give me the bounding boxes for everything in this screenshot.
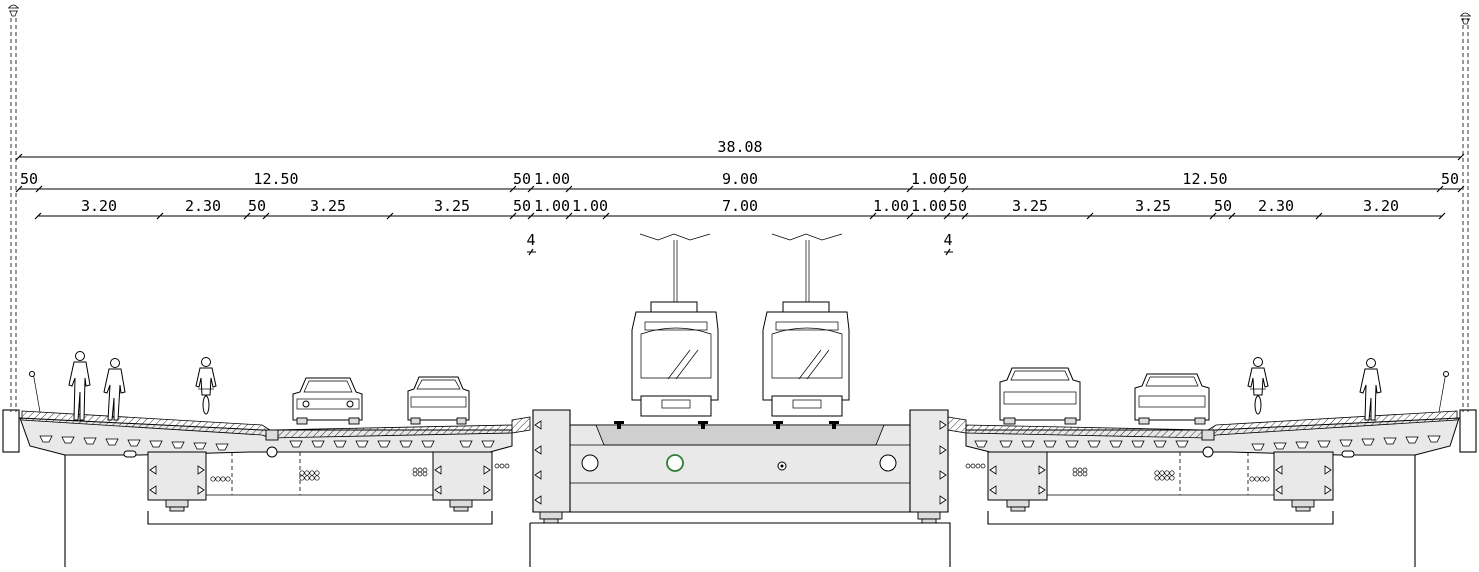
dimension-row-3: 3.20 2.30 50 3.25 3.25 50 1.00 1.00 7.00… — [34, 197, 1446, 220]
dimension-row-2: 50 12.50 50 1.00 9.00 1.00 50 12.50 50 — [15, 170, 1465, 193]
dim-r-gap: 50 — [949, 197, 967, 215]
center-deck — [529, 409, 951, 567]
dim-small-left: 4 — [526, 231, 535, 249]
right-deck — [947, 371, 1477, 567]
car-icon-right-1 — [999, 367, 1081, 425]
dim-center: 9.00 — [722, 170, 758, 188]
dim-l-lane2: 3.25 — [434, 197, 470, 215]
car-icon-right-2 — [1134, 373, 1210, 425]
dim-r-lane2: 3.25 — [1012, 197, 1048, 215]
dim-l-bike: 2.30 — [185, 197, 221, 215]
dim-right-deck: 12.50 — [1182, 170, 1227, 188]
dim-r-bike: 2.30 — [1258, 197, 1294, 215]
dim-r-rail1: 1.00 — [911, 197, 947, 215]
dim-r-sep: 50 — [1214, 197, 1232, 215]
right-parapet — [1459, 409, 1477, 453]
left-parapet — [2, 409, 20, 453]
dim-right-edge: 50 — [1441, 170, 1459, 188]
dim-l-rail2: 1.00 — [572, 197, 608, 215]
dimension-small: 4 4 — [526, 231, 953, 256]
dim-left-gap: 50 — [513, 170, 531, 188]
dim-r-rail2: 1.00 — [873, 197, 909, 215]
dim-left-rail: 1.00 — [534, 170, 570, 188]
tram-icon-left — [631, 233, 719, 417]
dim-r-walk: 3.20 — [1363, 197, 1399, 215]
car-icon-left-1 — [292, 377, 363, 425]
car-icon-left-2 — [407, 376, 470, 425]
dim-l-gap: 50 — [513, 197, 531, 215]
dim-right-gap: 50 — [949, 170, 967, 188]
dim-l-lane1: 3.25 — [310, 197, 346, 215]
tram-icon-right — [762, 233, 850, 417]
dim-right-rail: 1.00 — [911, 170, 947, 188]
cyclist-icon-left — [195, 357, 217, 415]
dim-track: 7.00 — [722, 197, 758, 215]
lamp-post-left — [8, 4, 19, 412]
dim-left-edge: 50 — [20, 170, 38, 188]
dim-left-deck: 12.50 — [253, 170, 298, 188]
left-deck — [2, 371, 531, 567]
pedestrian-icon-2 — [103, 358, 126, 421]
dim-l-rail1: 1.00 — [534, 197, 570, 215]
lamp-post-right — [1460, 12, 1471, 412]
dim-small-right: 4 — [943, 231, 952, 249]
dim-total: 38.08 — [717, 138, 762, 156]
dim-r-lane1: 3.25 — [1135, 197, 1171, 215]
pedestrian-icon-3 — [1359, 358, 1382, 421]
dim-l-walk: 3.20 — [81, 197, 117, 215]
dim-l-sep: 50 — [248, 197, 266, 215]
pedestrian-icon-1 — [68, 351, 91, 421]
cyclist-icon-right — [1247, 357, 1269, 415]
dimension-row-total: 38.08 — [15, 138, 1465, 161]
green-duct — [666, 454, 684, 472]
